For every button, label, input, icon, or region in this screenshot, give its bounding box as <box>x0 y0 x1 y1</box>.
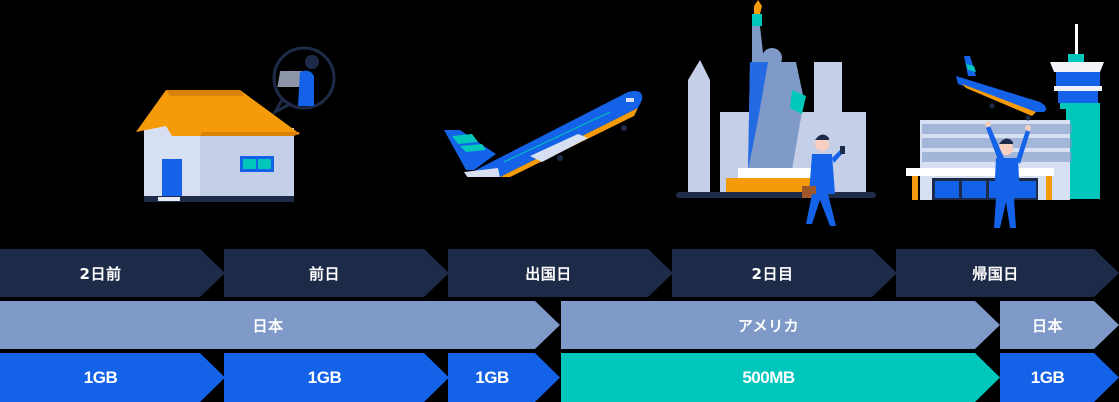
day-label: 帰国日 <box>972 264 1019 283</box>
illustration-area <box>132 0 1110 240</box>
data-segment-500mb: 500MB <box>561 353 1000 402</box>
house-icon <box>136 90 300 202</box>
businessman-icon <box>802 134 845 226</box>
airplane-icon <box>444 91 643 177</box>
data-allowance-row: 1GB 1GB 1GB 500MB 1GB <box>0 353 1119 402</box>
region-label: 日本 <box>252 316 284 335</box>
landing-airplane-icon <box>956 56 1047 121</box>
day-label: 出国日 <box>525 264 572 283</box>
region-label: 日本 <box>1031 316 1063 335</box>
data-segment-1gb: 1GB <box>448 353 560 402</box>
data-segment-1gb: 1GB <box>0 353 225 402</box>
cheering-man-icon <box>985 121 1031 228</box>
data-label: 1GB <box>83 367 118 387</box>
region-segment-japan-outbound: 日本 <box>0 301 560 349</box>
region-segment-america: アメリカ <box>561 301 1000 349</box>
day-label: 2日目 <box>751 264 794 283</box>
airplane-illustration <box>438 82 648 177</box>
regions-row: 日本 アメリカ 日本 <box>0 301 1119 349</box>
data-segment-1gb: 1GB <box>1000 353 1119 402</box>
data-label: 1GB <box>307 367 342 387</box>
data-label: 1GB <box>1030 367 1065 387</box>
home-illustration <box>132 44 342 204</box>
days-row: 2日前 前日 出国日 2日目 帰国日 <box>0 249 1119 297</box>
airport-illustration <box>900 24 1110 236</box>
day-segment-return-day: 帰国日 <box>896 249 1119 297</box>
statue-of-liberty-icon <box>726 0 818 192</box>
day-segment-departure-day: 出国日 <box>448 249 673 297</box>
data-label: 500MB <box>742 367 795 387</box>
day-label: 前日 <box>308 264 340 283</box>
day-segment-2-days-before: 2日前 <box>0 249 225 297</box>
speech-bubble-icon <box>271 46 336 116</box>
region-label: アメリカ <box>737 316 800 335</box>
day-segment-day-2: 2日目 <box>672 249 897 297</box>
data-segment-1gb: 1GB <box>224 353 449 402</box>
new-york-illustration <box>672 0 882 240</box>
region-segment-japan-return: 日本 <box>1000 301 1119 349</box>
data-label: 1GB <box>475 367 509 387</box>
day-segment-day-before: 前日 <box>224 249 449 297</box>
day-label: 2日前 <box>79 264 122 283</box>
